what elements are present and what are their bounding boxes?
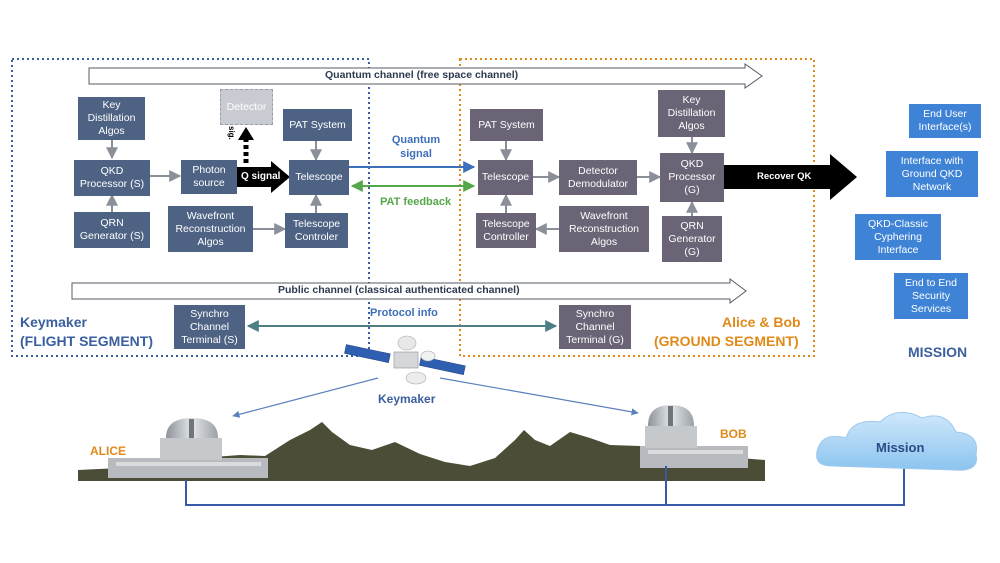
ground-qkd-network-interface: Interface with Ground QKD Network <box>886 151 978 197</box>
satellite-label: Keymaker <box>378 392 436 406</box>
ground-segment-sub: (GROUND SEGMENT) <box>654 333 799 349</box>
detector-box: Detector <box>220 89 273 125</box>
recover-qk-arrow <box>723 154 857 200</box>
key-distillation-algos-g: Key Distillation Algos <box>658 90 725 137</box>
alice-observatory <box>108 418 268 478</box>
wavefront-reconstruction-s: Wavefront Reconstruction Algos <box>168 206 253 252</box>
quantum-channel-label: Quantum channel (free space channel) <box>325 69 519 81</box>
bob-label: BOB <box>720 427 747 441</box>
q-signal-label: Q signal <box>241 171 281 182</box>
sat-to-bob-link <box>439 377 639 416</box>
ground-network-line <box>185 466 905 506</box>
photon-source: Photon source <box>181 160 237 194</box>
synchro-terminal-s: Synchro Channel Terminal (S) <box>174 305 245 349</box>
mission-cloud <box>816 411 978 471</box>
end-to-end-security-services: End to End Security Services <box>894 273 968 319</box>
telescope-controller-s: Telescope Controler <box>285 213 348 248</box>
recover-qk-label: Recover QK <box>757 171 812 182</box>
flight-segment-border <box>11 58 370 357</box>
protocol-info-label: Protocol info <box>370 307 438 319</box>
pat-system-g: PAT System <box>470 109 543 141</box>
detector-demodulator: Detector Demodulator <box>559 160 637 195</box>
sig-arrow-head <box>238 127 254 140</box>
end-user-interfaces: End User Interface(s) <box>909 104 981 138</box>
telescope-g: Telescope <box>478 160 533 195</box>
qkd-processor-g: QKD Processor (G) <box>660 153 724 202</box>
telescope-controller-g: Telescope Controller <box>476 213 536 248</box>
pat-system-s: PAT System <box>283 109 352 141</box>
wavefront-reconstruction-g: Wavefront Reconstruction Algos <box>559 206 649 252</box>
q-signal-arrow <box>237 161 290 193</box>
satellite-icon <box>344 335 466 385</box>
alice-label: ALICE <box>90 444 126 458</box>
flight-segment-name: Keymaker <box>20 314 87 330</box>
qrn-generator-g: QRN Generator (G) <box>662 216 722 262</box>
key-distillation-algos-s: Key Distillation Algos <box>78 97 145 140</box>
public-channel-arrow <box>71 278 747 304</box>
sat-to-alice-link <box>232 377 379 418</box>
flight-segment-sub: (FLIGHT SEGMENT) <box>20 333 153 349</box>
public-channel-label: Public channel (classical authenticated … <box>278 284 520 296</box>
bob-observatory <box>640 405 748 468</box>
synchro-terminal-g: Synchro Channel Terminal (G) <box>559 305 631 349</box>
ground-segment-border <box>459 58 815 357</box>
cloud-label: Mission <box>876 440 925 455</box>
telescope-s: Telescope <box>289 160 349 195</box>
quantum-channel-arrow <box>88 63 763 89</box>
ground-segment-name: Alice & Bob <box>722 314 801 330</box>
sig-label: sig. <box>227 126 236 140</box>
quantum-signal-label: Quantum signal <box>391 134 441 160</box>
qrn-generator-s: QRN Generator (S) <box>74 212 150 248</box>
pat-feedback-label: PAT feedback <box>380 196 452 208</box>
qkd-classic-cyphering-interface: QKD-Classic Cyphering Interface <box>855 214 941 260</box>
mission-title: MISSION <box>908 344 968 360</box>
qkd-processor-s: QKD Processor (S) <box>74 160 150 196</box>
